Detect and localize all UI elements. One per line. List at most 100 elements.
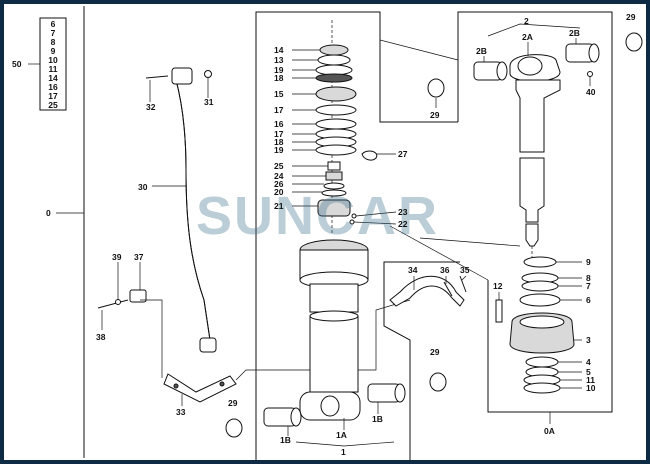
rod-lower bbox=[519, 157, 545, 223]
frame-diagonal-top bbox=[379, 39, 459, 61]
label-19-top: 19 bbox=[274, 65, 284, 75]
rod-eye-bore bbox=[320, 395, 340, 417]
cylinder-tube-lower bbox=[309, 315, 359, 393]
legend-item: 7 bbox=[51, 28, 56, 38]
label-1B-right: 1B bbox=[372, 414, 383, 424]
part-19b bbox=[315, 144, 357, 156]
label-19-bottom: 19 bbox=[274, 145, 284, 155]
label-2B-left: 2B bbox=[476, 46, 487, 56]
center-frame-box bbox=[255, 11, 458, 460]
center-lower-box bbox=[383, 261, 460, 460]
label-39: 39 bbox=[112, 252, 122, 262]
bolt-36 bbox=[443, 281, 453, 297]
legend-item: 16 bbox=[48, 82, 58, 92]
label-1: 1 bbox=[341, 447, 346, 457]
label-25: 25 bbox=[274, 161, 284, 171]
label-37: 37 bbox=[134, 252, 144, 262]
ring-4 bbox=[525, 356, 559, 368]
leader-clamp-link bbox=[140, 299, 163, 378]
label-35: 35 bbox=[460, 265, 470, 275]
label-40: 40 bbox=[586, 87, 596, 97]
pipe-flange-top bbox=[171, 67, 193, 85]
legend-item: 25 bbox=[48, 100, 58, 110]
label-14: 14 bbox=[274, 45, 284, 55]
part-25 bbox=[327, 161, 341, 171]
legend-item: 17 bbox=[48, 91, 58, 101]
label-31: 31 bbox=[204, 97, 214, 107]
label-22: 22 bbox=[398, 219, 408, 229]
washer-39 bbox=[115, 299, 121, 305]
label-13: 13 bbox=[274, 55, 284, 65]
pipe-flange-bottom bbox=[199, 337, 217, 353]
bushing-2B-left-face bbox=[496, 61, 508, 81]
pipe-assembly bbox=[97, 67, 411, 438]
label-29-left: 29 bbox=[228, 398, 238, 408]
label-32: 32 bbox=[146, 102, 156, 112]
ring-7 bbox=[521, 280, 559, 292]
clamp-33-hole-2 bbox=[219, 381, 225, 387]
ring-6 bbox=[519, 293, 561, 307]
fitting-12 bbox=[495, 299, 503, 323]
label-11: 11 bbox=[586, 375, 595, 385]
label-0A: 0A bbox=[544, 426, 555, 436]
label-38: 38 bbox=[96, 332, 106, 342]
rod-tip bbox=[525, 223, 539, 247]
seal-29-left bbox=[225, 418, 243, 438]
label-29-top: 29 bbox=[430, 110, 440, 120]
bolt-32 bbox=[145, 75, 169, 79]
part-15 bbox=[315, 86, 357, 102]
label-29-right: 29 bbox=[626, 12, 636, 22]
label-20: 20 bbox=[274, 187, 284, 197]
label-21: 21 bbox=[274, 201, 284, 211]
right-frame-box bbox=[457, 11, 613, 413]
leader-2-bracket bbox=[487, 23, 581, 37]
part-13 bbox=[317, 54, 351, 66]
label-18-bottom: 18 bbox=[274, 137, 284, 147]
label-33: 33 bbox=[176, 407, 186, 417]
clamp-37 bbox=[129, 289, 147, 303]
label-2A: 2A bbox=[522, 32, 533, 42]
label-3: 3 bbox=[586, 335, 591, 345]
label-34: 34 bbox=[408, 265, 418, 275]
legend-item: 10 bbox=[48, 55, 58, 65]
label-29-middle: 29 bbox=[430, 347, 440, 357]
label-27: 27 bbox=[398, 149, 408, 159]
label-18-top: 18 bbox=[274, 73, 284, 83]
bushing-1B-right-face bbox=[394, 383, 406, 403]
leader-35 bbox=[461, 275, 467, 281]
rod-shank bbox=[515, 79, 561, 153]
label-12: 12 bbox=[493, 281, 503, 291]
label-9: 9 bbox=[586, 257, 591, 267]
leader-clamp-right bbox=[235, 299, 411, 381]
label-8: 8 bbox=[586, 273, 591, 283]
legend-item: 11 bbox=[49, 64, 58, 74]
label-2B-right: 2B bbox=[569, 28, 580, 38]
label-23: 23 bbox=[398, 207, 408, 217]
clamp-33 bbox=[163, 373, 237, 403]
bushing-1B-left-face bbox=[290, 407, 302, 427]
part-18a bbox=[315, 73, 353, 83]
part-27 bbox=[361, 150, 378, 161]
label-4: 4 bbox=[586, 357, 591, 367]
label-17-top: 17 bbox=[274, 105, 284, 115]
label-16: 16 bbox=[274, 119, 284, 129]
label-24: 24 bbox=[274, 171, 284, 181]
label-26: 26 bbox=[274, 179, 284, 189]
label-0: 0 bbox=[46, 208, 51, 218]
label-5: 5 bbox=[586, 367, 591, 377]
ring-9 bbox=[523, 256, 557, 268]
leader-23 bbox=[355, 211, 397, 217]
bolt-35 bbox=[459, 275, 467, 293]
clamp-34 bbox=[389, 275, 465, 307]
frame-diagonal-link bbox=[419, 237, 521, 247]
part-labels: 50 0 32 31 30 39 37 38 33 29 14 13 19 18… bbox=[12, 12, 636, 457]
part-14 bbox=[319, 44, 349, 56]
piston-rod-assembly bbox=[473, 23, 643, 424]
label-50: 50 bbox=[12, 59, 22, 69]
part-16 bbox=[315, 118, 357, 130]
label-17-bottom: 17 bbox=[274, 129, 284, 139]
part-24 bbox=[325, 171, 343, 181]
